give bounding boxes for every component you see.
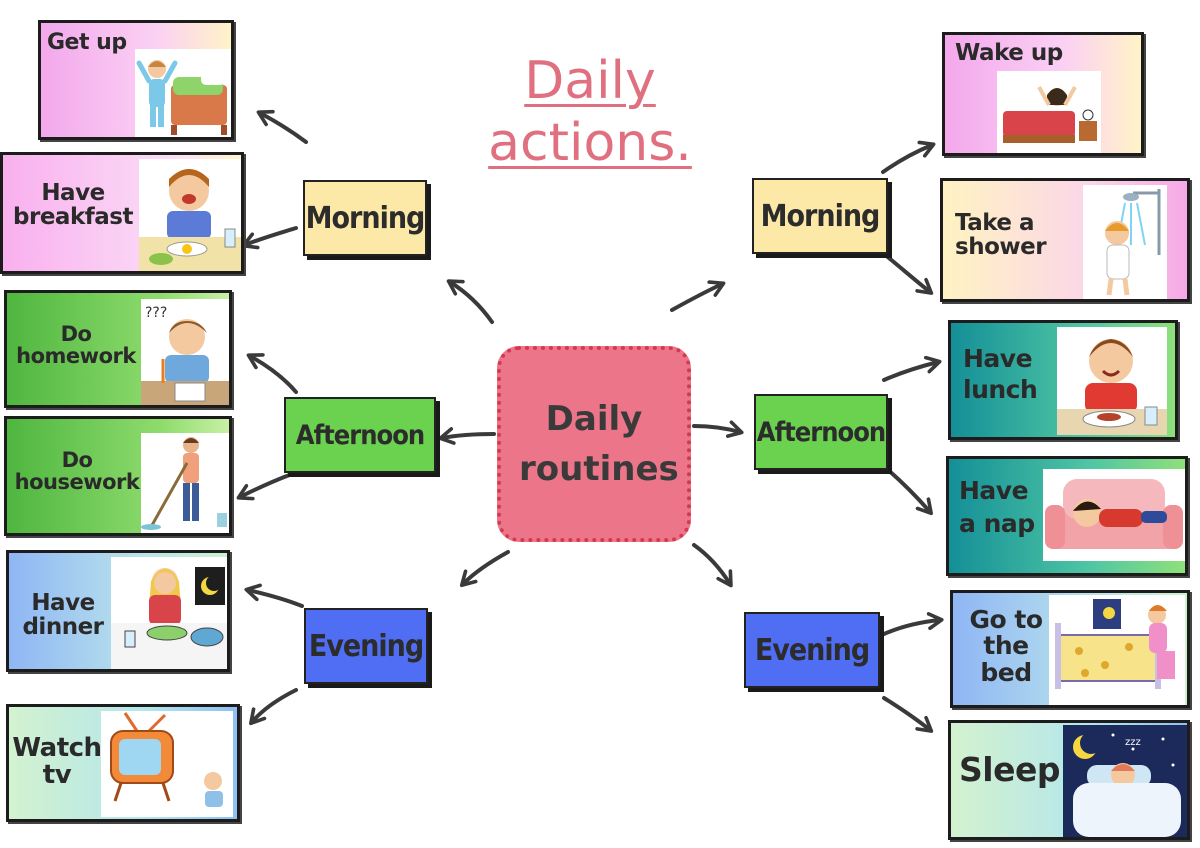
- girl-waking-up-picture: [997, 71, 1101, 153]
- card-take-a-shower: Take a shower: [940, 178, 1190, 302]
- center-node-daily-routines: Daily routines: [497, 346, 691, 542]
- left-afternoon-label: Afternoon: [284, 397, 436, 473]
- card-label: Take a shower: [955, 210, 1047, 261]
- person-sleeping-night-picture: zzz: [1063, 725, 1187, 837]
- left-afternoon-text: Afternoon: [295, 419, 425, 451]
- card-have-a-nap: Have a nap: [946, 456, 1188, 576]
- left-morning-text: Morning: [305, 200, 426, 236]
- boy-eating-lunch-picture: [1057, 327, 1167, 435]
- card-label: Have a nap: [959, 476, 1035, 538]
- svg-text:zzz: zzz: [1125, 737, 1141, 748]
- card-sleep: Sleep zzz: [948, 720, 1190, 840]
- center-label: Daily routines: [519, 399, 679, 489]
- left-evening-text: Evening: [308, 628, 424, 664]
- svg-text:???: ???: [145, 305, 167, 321]
- card-have-dinner: Have dinner: [6, 550, 230, 672]
- woman-making-bed-picture: [1049, 595, 1185, 705]
- boy-napping-on-sofa-picture: [1043, 469, 1185, 561]
- right-afternoon-label: Afternoon: [754, 394, 888, 470]
- boy-stretching-bed-picture: [135, 49, 231, 137]
- page-title: Daily actions.: [488, 51, 692, 173]
- card-label: Do homework: [16, 322, 136, 369]
- card-label: Have dinner: [22, 590, 104, 641]
- card-label: Have lunch: [963, 344, 1038, 405]
- right-morning-label: Morning: [752, 178, 888, 254]
- child-watching-tv-picture: [101, 711, 233, 817]
- right-evening-label: Evening: [744, 612, 880, 688]
- card-do-housework: Do housework: [4, 416, 232, 536]
- card-label: Do housework: [14, 448, 140, 495]
- card-label: Get up: [47, 30, 127, 55]
- card-label: Have breakfast: [13, 180, 133, 231]
- girl-showering-picture: [1083, 185, 1167, 299]
- right-evening-text: Evening: [754, 632, 870, 668]
- boy-eating-breakfast-picture: [139, 159, 241, 271]
- card-watch-tv: Watch tv: [6, 704, 240, 822]
- card-do-homework: Do homework ???: [4, 290, 232, 408]
- right-afternoon-text: Afternoon: [756, 416, 886, 448]
- card-get-up: Get up: [38, 20, 234, 140]
- card-label: Go to the bed: [969, 605, 1043, 687]
- woman-eating-dinner-picture: [111, 557, 227, 669]
- card-have-breakfast: Have breakfast: [0, 152, 244, 274]
- card-go-to-the-bed: Go to the bed: [950, 590, 1190, 708]
- man-mopping-floor-picture: [141, 433, 229, 533]
- left-evening-label: Evening: [304, 608, 428, 684]
- card-label: Sleep: [959, 750, 1060, 789]
- left-morning-label: Morning: [303, 180, 427, 256]
- card-wake-up: Wake up: [942, 32, 1144, 156]
- boy-doing-homework-picture: ???: [141, 299, 229, 405]
- card-label: Watch tv: [12, 733, 102, 791]
- card-have-lunch: Have lunch: [948, 320, 1178, 440]
- right-morning-text: Morning: [760, 198, 881, 234]
- card-label: Wake up: [955, 40, 1063, 66]
